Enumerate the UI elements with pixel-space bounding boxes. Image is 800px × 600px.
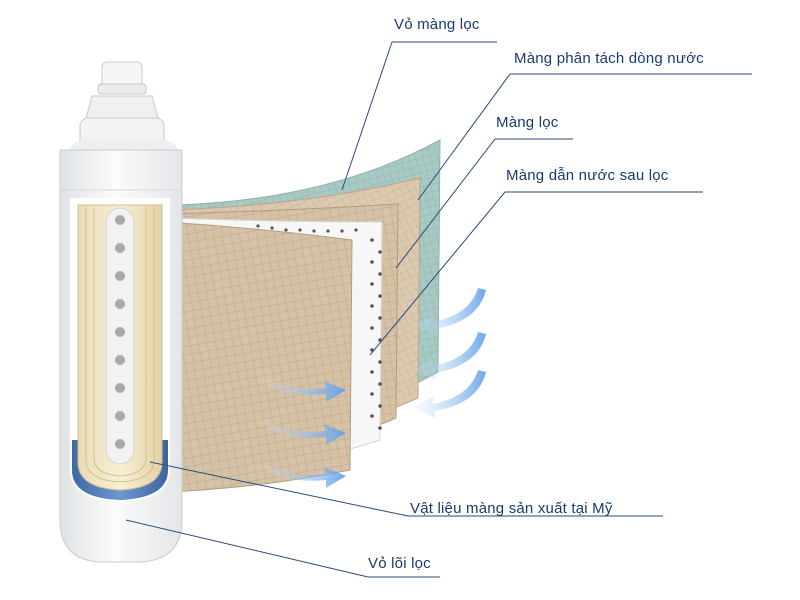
leader-material [149,461,663,517]
flow-arrow-icon [414,288,486,336]
leader-housing [341,41,497,191]
leader-post-filter [369,191,703,356]
label-core-shell: Vỏ lõi lọc [368,555,431,572]
flow-arrow-icon [262,377,346,402]
flow-arrows [262,288,486,488]
label-material: Vật liệu màng sản xuất tại Mỹ [410,500,613,517]
leader-core-shell [125,519,440,578]
label-housing: Vỏ màng lọc [394,16,480,33]
flow-arrow-icon [262,420,346,445]
flow-arrow-icon [414,332,486,380]
inner-membrane-layer [165,221,353,493]
label-post-filter: Màng dẫn nước sau lọc [506,167,669,184]
flow-arrow-icon [414,370,486,418]
leader-separator [417,73,752,201]
label-separator: Màng phân tách dòng nước [514,50,704,67]
label-filter: Màng lọc [496,114,559,131]
leader-lines [125,41,752,578]
filter-cartridge-icon [59,61,183,563]
flow-arrow-icon [262,463,346,488]
leader-filter [395,138,573,269]
